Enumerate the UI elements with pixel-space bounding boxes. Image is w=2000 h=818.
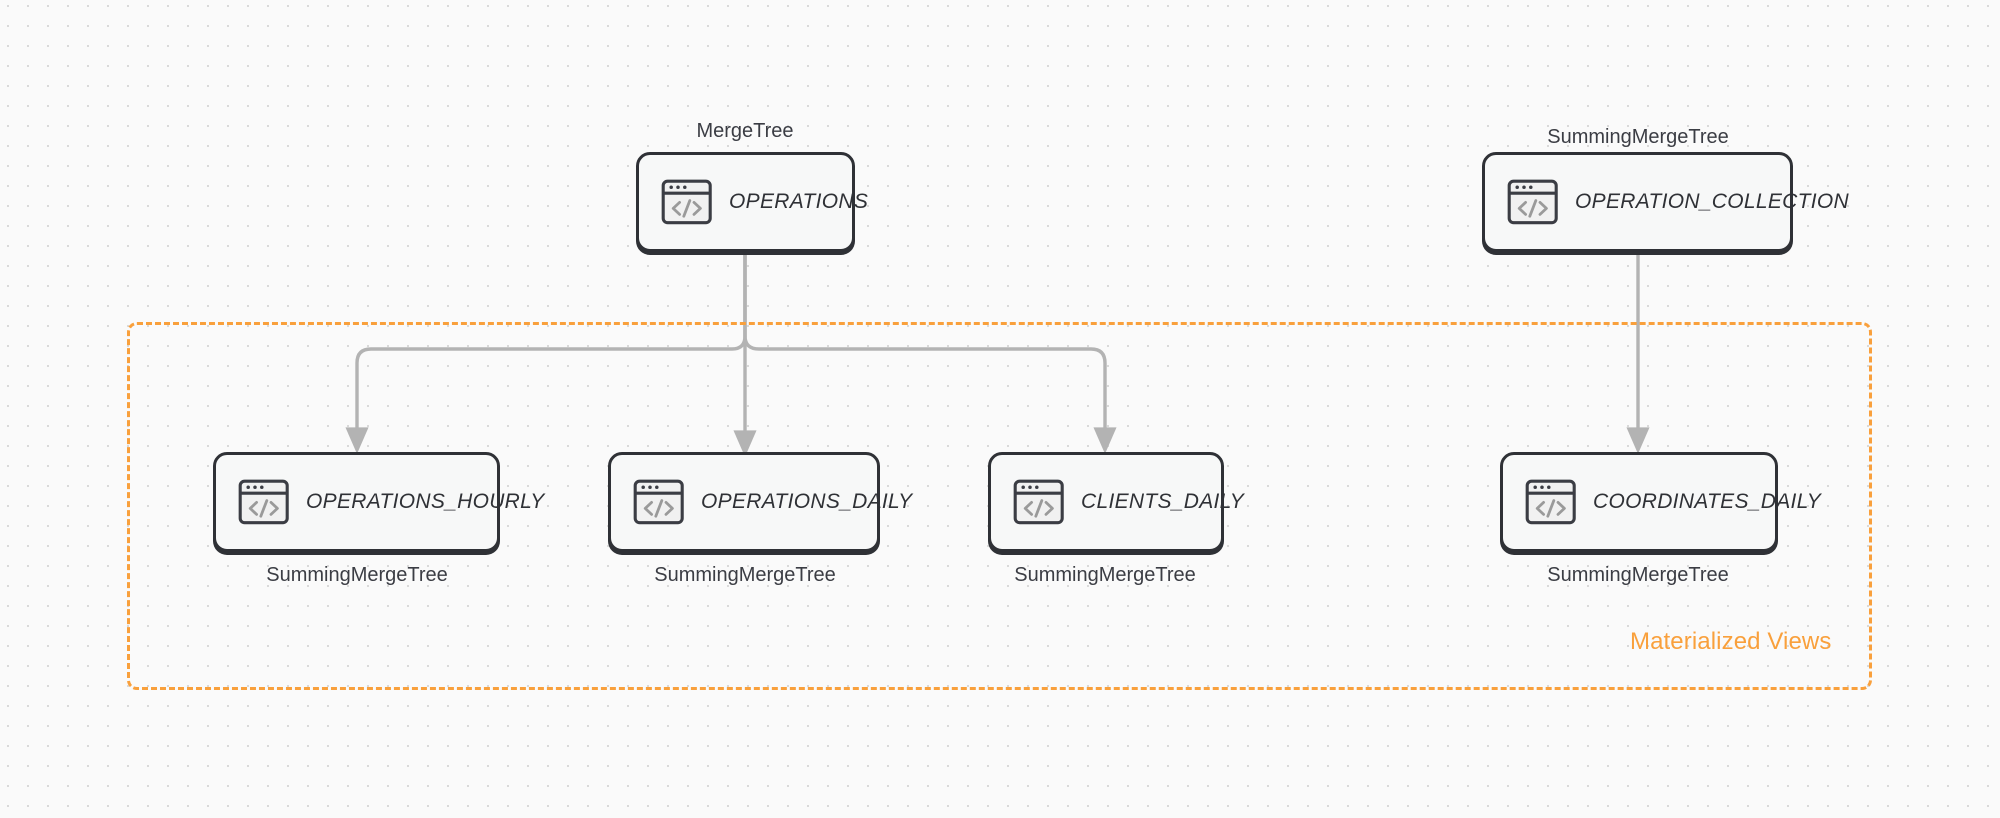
caption-operations-engine: MergeTree — [696, 120, 794, 142]
node-operation-collection[interactable]: OPERATION_COLLECTION — [1482, 152, 1849, 252]
code-window-icon — [1507, 179, 1558, 225]
node-operations-daily-label: OPERATIONS_DAILY — [701, 490, 913, 513]
code-window-icon — [633, 479, 684, 525]
node-operation-collection-label: OPERATION_COLLECTION — [1575, 190, 1849, 213]
node-operations-hourly-label: OPERATIONS_HOURLY — [306, 490, 545, 513]
node-operations-daily[interactable]: OPERATIONS_DAILY — [608, 452, 912, 552]
node-clients-daily[interactable]: CLIENTS_DAILY — [988, 452, 1244, 552]
code-window-icon — [1013, 479, 1064, 525]
caption-clients-daily-engine: SummingMergeTree — [1014, 564, 1196, 586]
caption-operations-hourly-engine: SummingMergeTree — [266, 564, 448, 586]
node-operations-hourly[interactable]: OPERATIONS_HOURLY — [213, 452, 544, 552]
materialized-views-group-label: Materialized Views — [1630, 628, 1832, 655]
node-clients-daily-label: CLIENTS_DAILY — [1081, 490, 1245, 513]
node-coordinates-daily[interactable]: COORDINATES_DAILY — [1500, 452, 1821, 552]
caption-operation-collection-engine: SummingMergeTree — [1547, 126, 1729, 148]
caption-operations-daily-engine: SummingMergeTree — [654, 564, 836, 586]
node-coordinates-daily-label: COORDINATES_DAILY — [1593, 490, 1821, 513]
node-operations[interactable]: OPERATIONS — [636, 152, 868, 252]
node-operations-label: OPERATIONS — [729, 190, 869, 213]
code-window-icon — [1525, 479, 1576, 525]
materialized-views-group — [127, 322, 1872, 690]
caption-coordinates-daily-engine: SummingMergeTree — [1547, 564, 1729, 586]
code-window-icon — [661, 179, 712, 225]
code-window-icon — [238, 479, 289, 525]
